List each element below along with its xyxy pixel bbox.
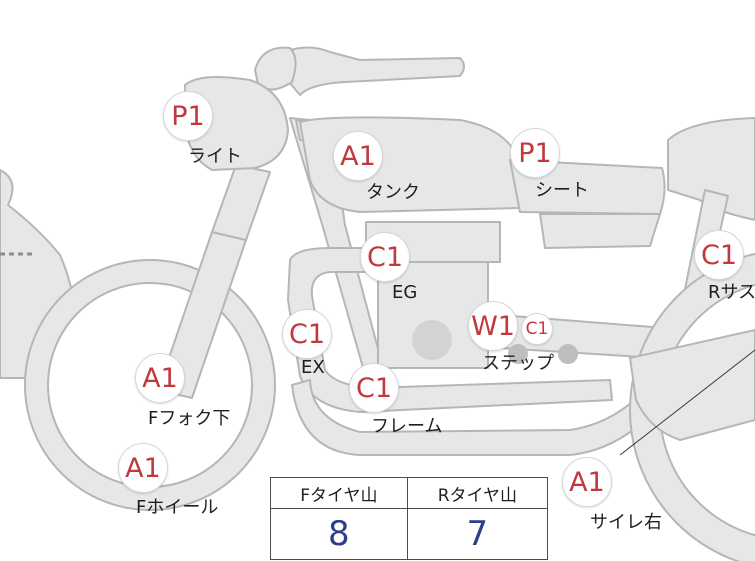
frame-code-badge: C1 <box>349 363 399 413</box>
step-peg-left <box>508 344 528 364</box>
handle-grip <box>254 46 297 91</box>
exhaust-code-badge: C1 <box>282 309 332 359</box>
exhaust-label: EX <box>301 357 325 378</box>
headlight <box>184 76 289 171</box>
fork-upper <box>211 164 271 241</box>
silencer-code-badge: A1 <box>562 457 612 507</box>
front-fork-lower-code-badge: A1 <box>135 353 185 403</box>
rear-tire-header: Rタイヤ山 <box>406 477 549 509</box>
step-label: ステップ <box>482 353 554 374</box>
light-code-badge: P1 <box>163 91 213 141</box>
step-code-badge: W1 <box>468 301 518 351</box>
light-label: ライト <box>188 146 242 167</box>
step-secondary-code-badge: C1 <box>521 313 553 345</box>
front-fork-lower-label: Fフォク下 <box>148 408 231 429</box>
tank-code-badge: A1 <box>333 131 383 181</box>
front-wheel-label: Fホイール <box>136 497 219 518</box>
handlebar <box>269 46 465 96</box>
tire-tread-table: Fタイヤ山 Rタイヤ山 8 7 <box>270 477 549 560</box>
frame-label: フレーム <box>371 416 443 437</box>
tank-label: タンク <box>366 182 420 203</box>
silencer <box>629 329 755 441</box>
rear-suspension-label: Rサス <box>708 282 755 303</box>
step-peg-right <box>558 344 578 364</box>
exhaust-pipe <box>287 247 613 413</box>
engine-code-badge: C1 <box>360 232 410 282</box>
front-wheel-code-badge: A1 <box>118 443 168 493</box>
front-tire-header: Fタイヤ山 <box>270 477 408 509</box>
engine-cover <box>412 320 452 360</box>
silencer-label: サイレ右 <box>590 512 662 533</box>
front-tire-value: 8 <box>270 508 408 560</box>
seat-label: シート <box>535 180 589 201</box>
rear-suspension-code-badge: C1 <box>694 230 744 280</box>
engine-label: EG <box>392 282 418 303</box>
seat-code-badge: P1 <box>510 128 560 178</box>
rear-tire-value: 7 <box>406 508 549 560</box>
seat-cushion <box>539 213 661 249</box>
silencer-leader-line <box>619 349 755 456</box>
